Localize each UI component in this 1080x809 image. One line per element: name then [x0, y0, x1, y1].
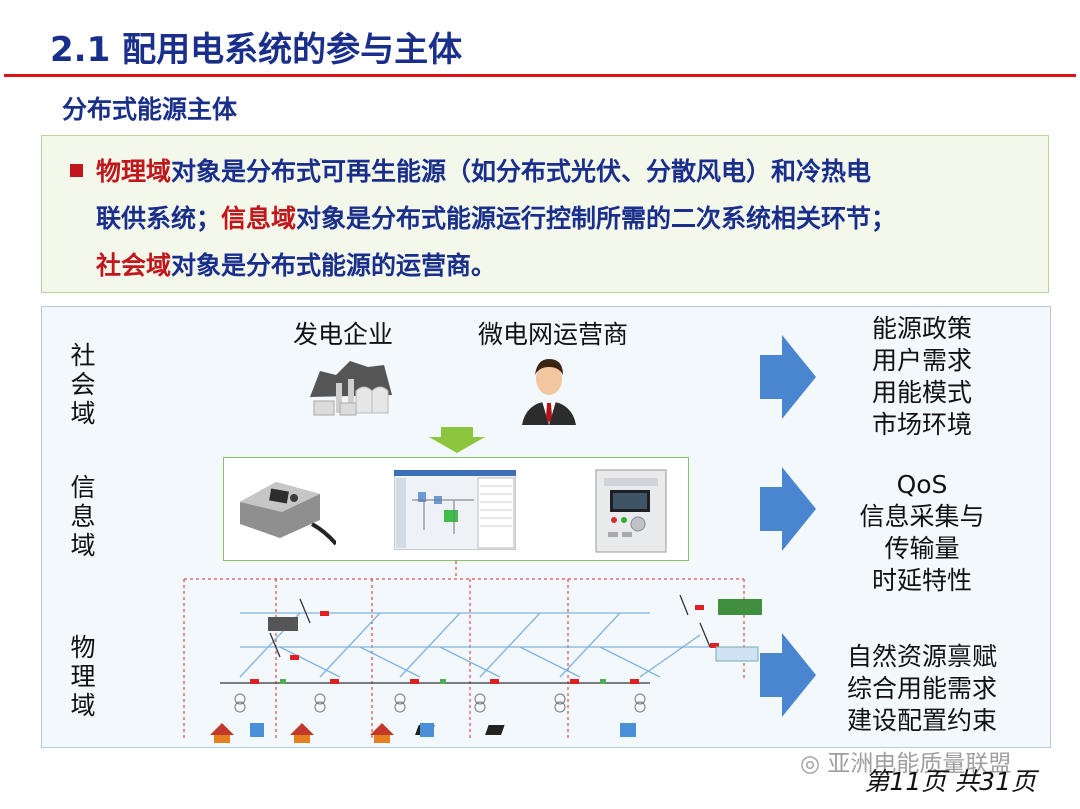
- callout-text: 联供系统；: [96, 204, 221, 233]
- entity-microgrid-operator: 微电网运营商: [478, 315, 628, 351]
- attr-item: 能源政策: [822, 313, 1022, 345]
- label-social-domain: 社会域: [68, 341, 98, 428]
- term-info-domain: 信息域: [221, 204, 296, 233]
- attr-item: 时延特性: [822, 565, 1022, 597]
- slide-title: 2.1 配用电系统的参与主体: [50, 22, 462, 71]
- page-number: 第11页 共31页: [864, 762, 1036, 798]
- attr-item: 用户需求: [822, 345, 1022, 377]
- distribution-grid-diagram: [180, 595, 770, 745]
- attr-item: 用能模式: [822, 377, 1022, 409]
- physical-arrow-icon: [758, 633, 818, 717]
- sensor-device-icon: [236, 472, 336, 546]
- term-social-domain: 社会域: [96, 251, 171, 280]
- title-underline: [4, 74, 1076, 77]
- callout-line-2: 联供系统；信息域对象是分布式能源运行控制所需的二次系统相关环节；: [96, 199, 896, 235]
- factory-icon: [306, 357, 396, 419]
- entity-power-company: 发电企业: [293, 315, 393, 351]
- protection-relay-icon: [594, 468, 668, 554]
- label-physical-domain: 物理域: [68, 633, 98, 720]
- attr-item: 传输量: [822, 533, 1022, 565]
- label-info-domain: 信息域: [68, 473, 98, 560]
- info-devices-panel: [223, 457, 689, 561]
- callout-text: 对象是分布式能源的运营商。: [171, 251, 496, 280]
- callout-line-3: 社会域对象是分布式能源的运营商。: [96, 246, 496, 282]
- social-attributes: 能源政策 用户需求 用能模式 市场环境: [822, 313, 1022, 441]
- callout-text: 对象是分布式可再生能源（如分布式光伏、分散风电）和冷热电: [171, 157, 871, 186]
- attr-item: 建设配置约束: [822, 705, 1022, 737]
- social-domain-text: 社会域: [70, 341, 95, 428]
- attr-item: QoS: [822, 469, 1022, 501]
- attr-item: 市场环境: [822, 409, 1022, 441]
- attr-item: 信息采集与: [822, 501, 1022, 533]
- definition-callout: 物理域对象是分布式可再生能源（如分布式光伏、分散风电）和冷热电 联供系统；信息域…: [41, 135, 1049, 293]
- attr-item: 自然资源禀赋: [822, 641, 1022, 673]
- businessman-icon: [516, 351, 582, 425]
- callout-text: 对象是分布式能源运行控制所需的二次系统相关环节；: [296, 204, 896, 233]
- term-physical-domain: 物理域: [96, 157, 171, 186]
- down-arrow-icon: [427, 427, 487, 453]
- physical-domain-text: 物理域: [70, 633, 95, 720]
- info-attributes: QoS 信息采集与 传输量 时延特性: [822, 469, 1022, 597]
- physical-attributes: 自然资源禀赋 综合用能需求 建设配置约束: [822, 641, 1022, 737]
- bullet-square-icon: [70, 164, 83, 177]
- scada-screen-icon: [394, 470, 516, 550]
- info-arrow-icon: [758, 467, 818, 551]
- attr-item: 综合用能需求: [822, 673, 1022, 705]
- wechat-icon: ◎: [800, 751, 827, 777]
- callout-line-1: 物理域对象是分布式可再生能源（如分布式光伏、分散风电）和冷热电: [96, 152, 871, 188]
- section-subtitle: 分布式能源主体: [62, 90, 237, 126]
- social-arrow-icon: [758, 335, 818, 419]
- domain-diagram: 社会域 信息域 物理域 发电企业 微电网运营商: [41, 306, 1051, 748]
- info-domain-text: 信息域: [70, 473, 95, 560]
